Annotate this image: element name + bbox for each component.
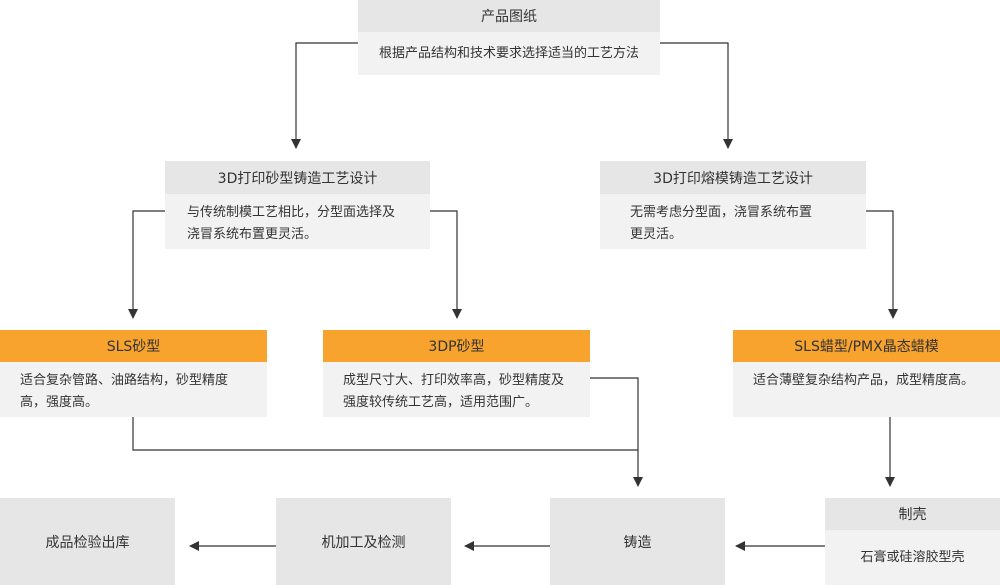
node-product-drawing: 产品图纸 根据产品结构和技术要求选择适当的工艺方法 — [358, 0, 660, 75]
node-title: 3D打印熔模铸造工艺设计 — [600, 161, 866, 194]
arrow-product-to-invest-design — [660, 42, 733, 149]
node-title: SLS蜡型/PMX晶态蜡模 — [733, 330, 1000, 362]
arrow-3dp-to-casting — [590, 377, 643, 487]
node-title: 制壳 — [825, 498, 1000, 530]
node-title: 机加工及检测 — [321, 534, 406, 551]
node-desc-line: 高，强度高。 — [20, 395, 99, 410]
node-desc-line: 与传统制模工艺相比，分型面选择及 — [187, 205, 396, 220]
node-title: 产品图纸 — [358, 0, 660, 32]
arrow-product-to-sand-design — [291, 42, 358, 149]
node-sand-casting-design: 3D打印砂型铸造工艺设计 与传统制模工艺相比，分型面选择及 浇冒系统布置更灵活。 — [165, 161, 430, 249]
node-3dp-sand: 3DP砂型 成型尺寸大、打印效率高，砂型精度及 强度较传统工艺高，适用范围广。 — [323, 330, 590, 417]
node-desc-line: 浇冒系统布置更灵活。 — [187, 227, 318, 242]
node-machining-inspection: 机加工及检测 — [276, 498, 451, 585]
node-title: 3D打印砂型铸造工艺设计 — [165, 161, 430, 194]
node-casting: 铸造 — [550, 498, 725, 585]
node-desc: 石膏或硅溶胶型壳 — [825, 530, 1000, 585]
node-desc-line: 成型尺寸大、打印效率高，砂型精度及 — [343, 373, 565, 388]
arrow-sand-design-to-3dp — [430, 210, 462, 319]
node-title: 3DP砂型 — [323, 330, 590, 362]
line-sls-to-casting — [132, 417, 638, 451]
node-desc: 根据产品结构和技术要求选择适当的工艺方法 — [358, 32, 660, 75]
node-investment-casting-design: 3D打印熔模铸造工艺设计 无需考虑分型面，浇冒系统布置 更灵活。 — [600, 161, 866, 249]
node-desc-line: 强度较传统工艺高，适用范围广。 — [343, 395, 539, 410]
arrow-invest-design-to-wax — [866, 210, 898, 319]
node-title: 成品检验出库 — [45, 534, 130, 551]
node-desc-line: 适合复杂管路、油路结构，砂型精度 — [20, 373, 229, 388]
node-desc-line: 适合薄壁复杂结构产品，成型精度高。 — [753, 373, 975, 388]
node-desc-line: 无需考虑分型面，浇冒系统布置 — [630, 205, 813, 220]
node-desc-line: 更灵活。 — [630, 227, 683, 242]
node-title: 铸造 — [623, 534, 652, 551]
arrow-sand-design-to-sls — [128, 210, 165, 319]
node-sls-sand: SLS砂型 适合复杂管路、油路结构，砂型精度 高，强度高。 — [0, 330, 267, 417]
node-sls-wax-pmx: SLS蜡型/PMX晶态蜡模 适合薄壁复杂结构产品，成型精度高。 — [733, 330, 1000, 417]
node-title: SLS砂型 — [0, 330, 267, 362]
node-finished-inspection: 成品检验出库 — [0, 498, 175, 585]
node-shell-making: 制壳 石膏或硅溶胶型壳 — [825, 498, 1000, 585]
